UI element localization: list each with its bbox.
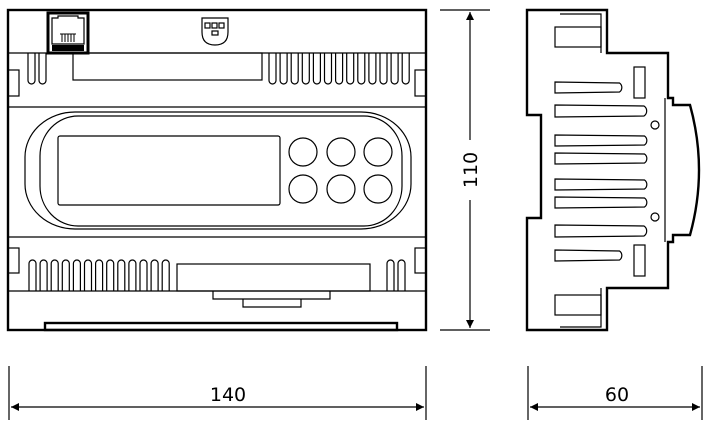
vent-slot: [161, 259, 170, 291]
din-rail-edge: [43, 321, 399, 332]
vent-slot: [38, 53, 47, 85]
height-label: 110: [460, 152, 482, 188]
depth-label: 60: [605, 384, 629, 406]
side-slot: [554, 104, 648, 118]
vents: [27, 53, 410, 291]
vent-slot: [28, 259, 37, 291]
side-clip: [414, 69, 427, 97]
side-slots: [554, 81, 648, 262]
keypad: [288, 137, 393, 204]
rj-connector-icon: [46, 11, 90, 55]
side-slot: [554, 178, 648, 191]
height-dimension: 110: [440, 9, 490, 331]
width-dimension: 140: [8, 366, 427, 420]
address-switch-icon: [201, 17, 229, 46]
side-view: [525, 8, 701, 332]
keypad-button[interactable]: [288, 174, 318, 204]
keypad-button[interactable]: [326, 174, 356, 204]
vent-slot: [397, 259, 406, 291]
vent-slot: [50, 259, 59, 291]
vent-slot: [117, 259, 126, 291]
side-slot: [554, 81, 623, 94]
vent-slot: [357, 53, 366, 85]
vent-slot: [128, 259, 137, 291]
vent-slot: [335, 53, 344, 85]
vent-slot: [346, 53, 355, 85]
side-slot: [554, 152, 648, 165]
vent-slot: [290, 53, 299, 85]
keypad-button[interactable]: [363, 137, 393, 167]
lcd-screen: [57, 135, 281, 206]
lower-recess: [176, 263, 371, 292]
vent-slot: [312, 53, 321, 85]
vent-slot: [95, 259, 104, 291]
vent-slot: [301, 53, 310, 85]
width-label: 140: [210, 384, 246, 406]
vent-slot: [401, 53, 410, 85]
keypad-button[interactable]: [363, 174, 393, 204]
vent-slot: [268, 53, 277, 85]
side-clip: [7, 69, 20, 97]
vent-slot: [106, 259, 115, 291]
keypad-button[interactable]: [326, 137, 356, 167]
vent-slot: [279, 53, 288, 85]
side-slot: [554, 249, 623, 262]
vent-slot: [72, 259, 81, 291]
front-view: [6, 8, 428, 332]
vent-slot: [390, 53, 399, 85]
side-clip: [7, 247, 20, 274]
vent-slot: [386, 259, 395, 291]
vent-slot: [61, 259, 70, 291]
depth-dimension: 60: [527, 366, 703, 420]
vent-slot: [379, 53, 388, 85]
display-bezel: [24, 111, 412, 230]
vent-slot: [139, 259, 148, 291]
side-slot: [554, 224, 648, 238]
keypad-button[interactable]: [288, 137, 318, 167]
vent-slot: [83, 259, 93, 291]
front-housing-outline: [6, 8, 428, 332]
vent-slot: [323, 53, 333, 85]
side-housing-outline: [525, 8, 701, 332]
vent-slot: [368, 53, 377, 85]
vent-slot: [39, 259, 48, 291]
side-slot: [554, 196, 648, 209]
side-slot: [554, 134, 648, 147]
upper-recess: [72, 52, 263, 81]
bottom-tab: [212, 291, 331, 308]
vent-slot: [27, 53, 36, 85]
vent-slot: [150, 259, 159, 291]
side-clip: [414, 247, 427, 274]
